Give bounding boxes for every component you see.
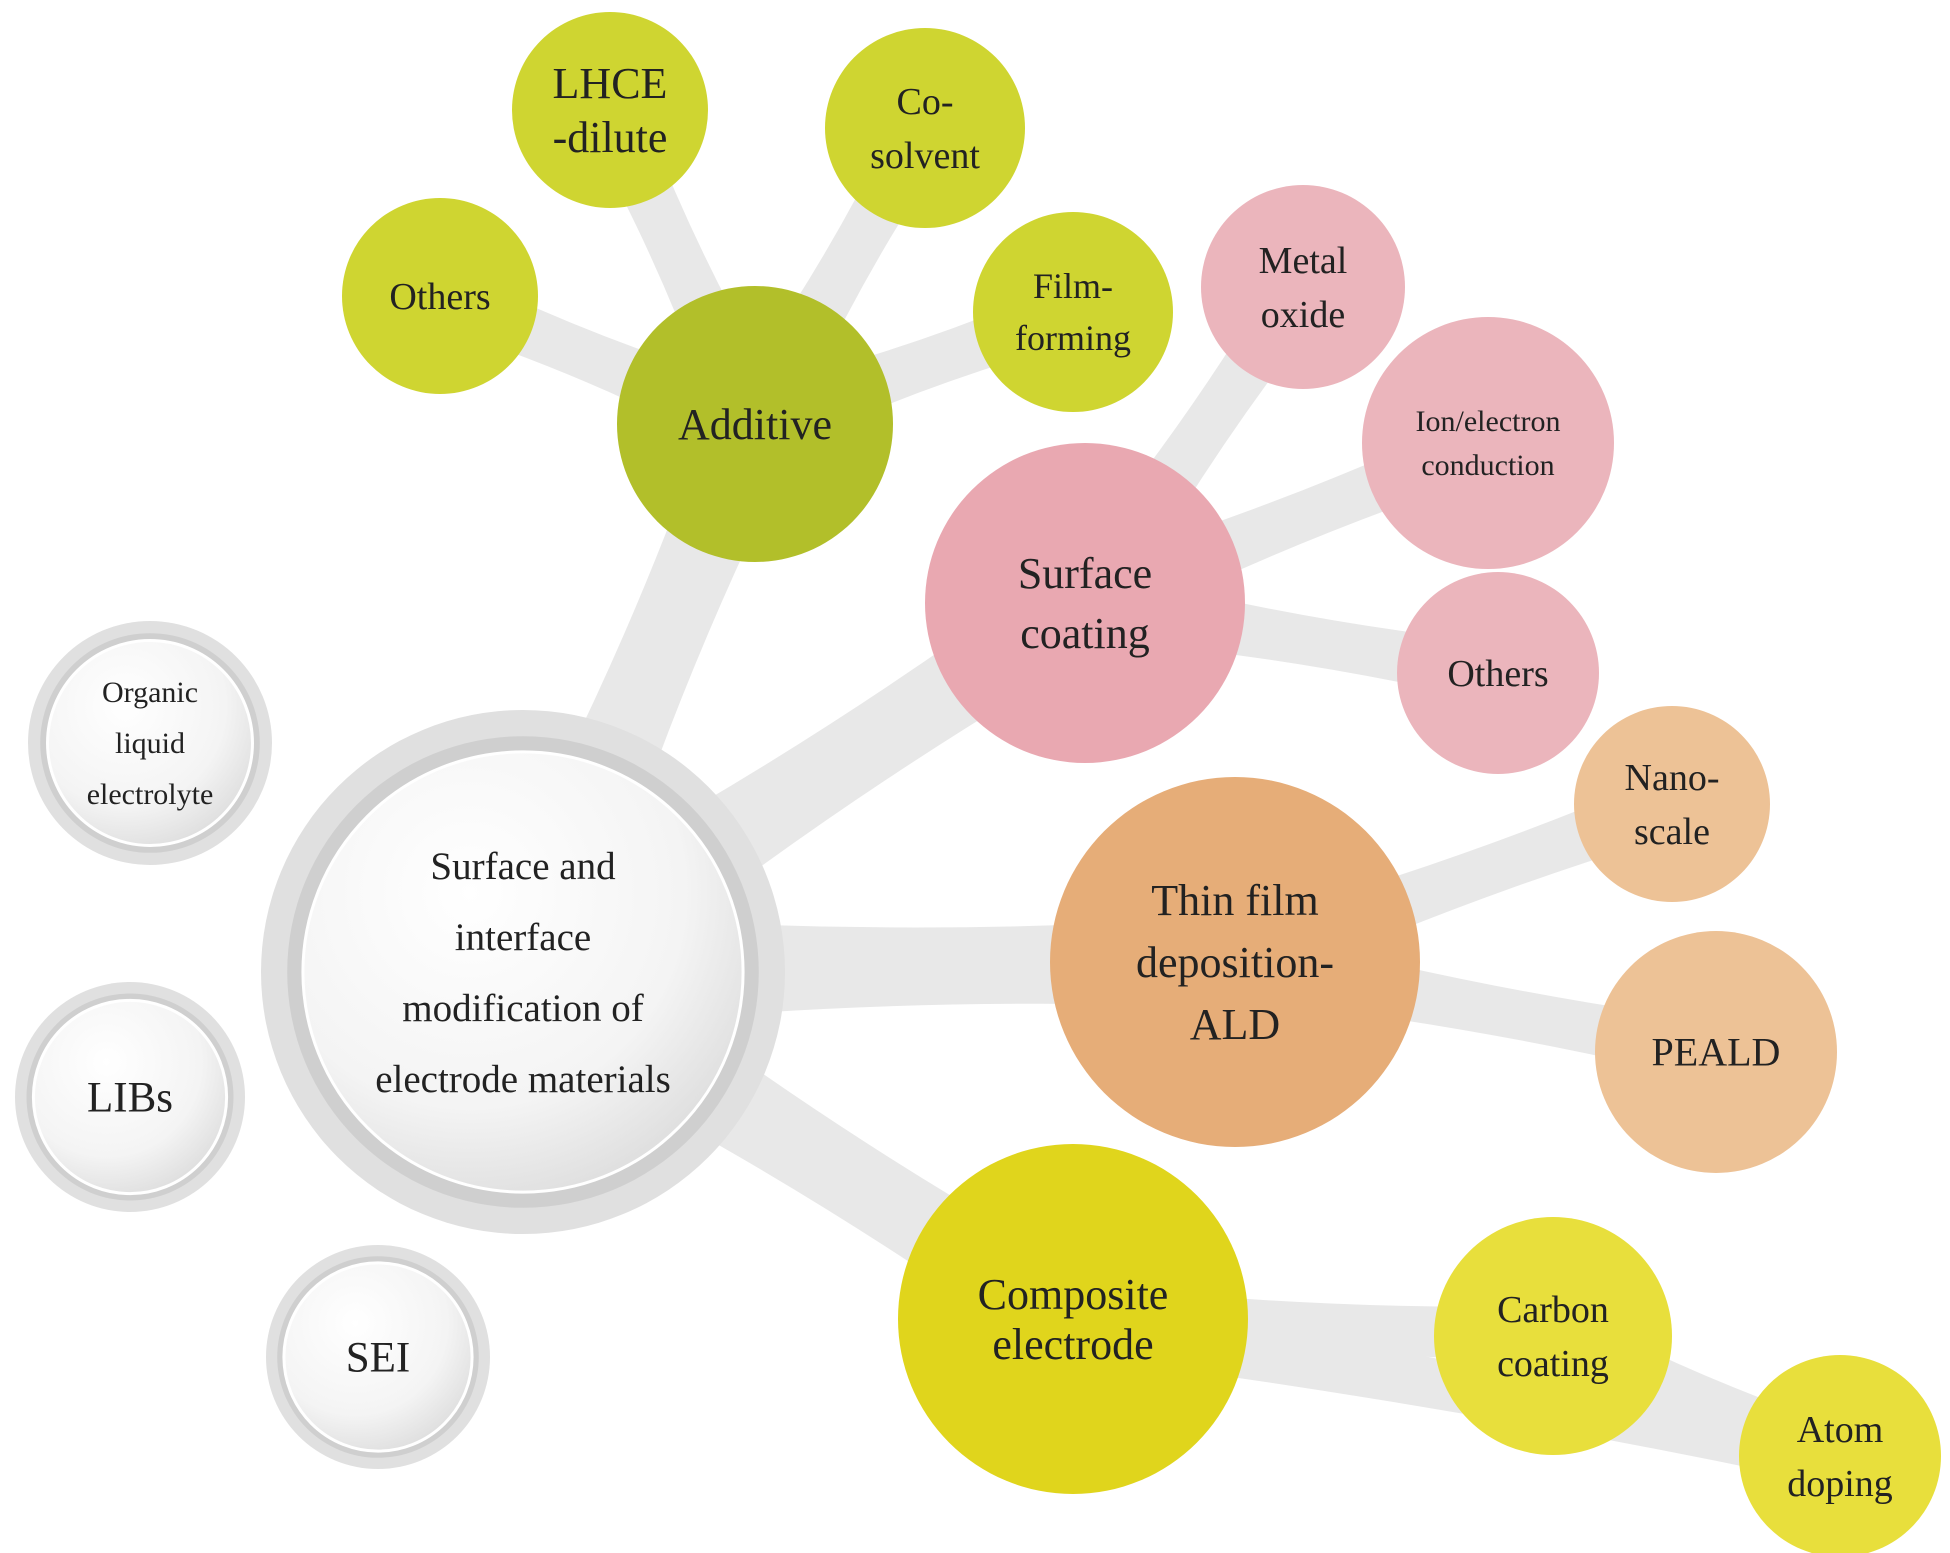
leaf-node-co-solvent-label: Co-solvent <box>870 81 980 177</box>
leaf-node-atom-doping-circle <box>1739 1355 1941 1553</box>
leaf-node-peald: PEALD <box>1595 931 1837 1173</box>
branch-node-surface-coating-label-line: Surface <box>1018 549 1152 598</box>
context-node-sei: SEI <box>266 1245 490 1469</box>
leaf-node-nano-scale-label: Nano-scale <box>1625 757 1720 853</box>
leaf-node-ion-electron-conduction-label: Ion/electron conduction <box>1416 405 1561 482</box>
leaf-node-lhce-dilute-label: LHCE -dilute <box>553 59 668 162</box>
leaf-node-metal-oxide-label: Metal oxide <box>1259 240 1348 336</box>
leaf-node-nano-scale-label-line: scale <box>1634 811 1710 853</box>
leaf-node-nano-scale-label-line: Nano- <box>1625 757 1720 799</box>
leaf-node-peald-circle <box>1595 931 1837 1173</box>
branch-node-composite-electrode-circle <box>898 1144 1248 1494</box>
context-node-organic-liquid-electrolyte-label-line: liquid <box>115 727 185 760</box>
context-node-sei-label: SEI <box>346 1335 411 1382</box>
leaf-node-atom-doping-label-line: Atom <box>1797 1409 1884 1451</box>
context-node-organic-liquid-electrolyte-label-line: electrolyte <box>87 778 214 811</box>
leaf-node-atom-doping-label: Atom doping <box>1787 1409 1893 1505</box>
branch-node-additive-circle <box>617 286 893 562</box>
branch-node-thin-film-ald-circle <box>1050 777 1420 1147</box>
leaf-node-co-solvent-label-line: solvent <box>870 135 980 177</box>
context-node-sei-face <box>282 1261 474 1453</box>
leaf-node-carbon-coating-circle <box>1434 1217 1672 1455</box>
context-node-libs-label: LIBs <box>87 1075 173 1122</box>
leaf-node-lhce-dilute: LHCE -dilute <box>512 12 708 208</box>
center-node-surface-interface-modification-label-line: electrode materials <box>375 1058 671 1101</box>
leaf-node-film-forming-label-line: forming <box>1015 318 1131 358</box>
context-node-libs-label-line: LIBs <box>87 1075 173 1122</box>
leaf-node-film-forming-circle <box>973 212 1173 412</box>
branch-node-additive-label: Additive <box>678 400 832 449</box>
context-node-organic-liquid-electrolyte-label-line: Organic <box>102 676 198 709</box>
leaf-node-metal-oxide-circle <box>1201 185 1405 389</box>
branch-node-composite-electrode-label-line: Composite <box>978 1270 1169 1319</box>
leaf-node-co-solvent-circle <box>825 28 1025 228</box>
context-node-libs-face <box>31 998 229 1196</box>
leaf-node-others-label-line: Others <box>389 276 490 318</box>
leaf-node-others-label-line: Others <box>1447 653 1548 695</box>
leaf-node-co-solvent-label-line: Co- <box>897 81 954 123</box>
leaf-node-others-circle <box>1397 572 1599 774</box>
branch-node-composite-electrode-label-line: electrode <box>992 1320 1153 1369</box>
center-node-surface-interface-modification-label-line: modification of <box>402 987 644 1030</box>
leaf-node-ion-electron-conduction-label-line: Ion/electron <box>1416 405 1561 438</box>
context-node-organic-liquid-electrolyte: Organic liquid electrolyte <box>28 621 272 865</box>
branch-node-additive: Additive <box>617 286 893 562</box>
context-node-organic-liquid-electrolyte-label: Organic liquid electrolyte <box>87 676 214 811</box>
leaf-node-lhce-dilute-circle <box>512 12 708 208</box>
leaf-node-others-label: Others <box>1447 653 1548 695</box>
leaf-node-metal-oxide-label-line: Metal <box>1259 240 1348 282</box>
leaf-node-others: Others <box>1397 572 1599 774</box>
node-layer: Surface and interface modification of elect… <box>15 12 1941 1553</box>
leaf-node-atom-doping: Atom doping <box>1739 1355 1941 1553</box>
branch-node-surface-coating-label-line: coating <box>1020 609 1150 658</box>
leaf-node-metal-oxide: Metal oxide <box>1201 185 1405 389</box>
leaf-node-peald-label-line: PEALD <box>1652 1030 1781 1075</box>
center-node-surface-interface-modification-label: Surface and interface modification of elect… <box>375 845 671 1101</box>
leaf-node-ion-electron-conduction-circle <box>1362 317 1614 569</box>
branch-node-thin-film-ald-label: Thin film deposition- ALD <box>1136 876 1334 1049</box>
leaf-node-film-forming-label-line: Film- <box>1033 266 1113 306</box>
leaf-node-metal-oxide-label-line: oxide <box>1261 294 1345 336</box>
leaf-node-atom-doping-label-line: doping <box>1787 1463 1893 1505</box>
branch-node-thin-film-ald-label-line: ALD <box>1190 1000 1280 1049</box>
branch-node-additive-label-line: Additive <box>678 400 832 449</box>
branch-node-thin-film-ald: Thin film deposition- ALD <box>1050 777 1420 1147</box>
leaf-node-others: Others <box>342 198 538 394</box>
context-node-organic-liquid-electrolyte-face <box>46 639 254 847</box>
leaf-node-ion-electron-conduction: Ion/electron conduction <box>1362 317 1614 569</box>
branch-node-surface-coating: Surface coating <box>925 443 1245 763</box>
center-node-surface-interface-modification-label-line: Surface and <box>430 845 616 888</box>
leaf-node-ion-electron-conduction-label-line: conduction <box>1421 449 1554 482</box>
branch-node-surface-coating-circle <box>925 443 1245 763</box>
leaf-node-peald-label: PEALD <box>1652 1030 1781 1075</box>
leaf-node-others-label: Others <box>389 276 490 318</box>
leaf-node-co-solvent: Co-solvent <box>825 28 1025 228</box>
leaf-node-lhce-dilute-label-line: LHCE <box>553 59 668 108</box>
leaf-node-lhce-dilute-label-line: -dilute <box>553 113 668 162</box>
branch-node-thin-film-ald-label-line: Thin film <box>1151 876 1318 925</box>
leaf-node-nano-scale-circle <box>1574 706 1770 902</box>
leaf-node-carbon-coating-label-line: coating <box>1497 1343 1609 1385</box>
context-node-libs: LIBs <box>15 982 245 1212</box>
leaf-node-film-forming: Film-forming <box>973 212 1173 412</box>
leaf-node-carbon-coating: Carbon coating <box>1434 1217 1672 1455</box>
center-node-surface-interface-modification: Surface and interface modification of elect… <box>261 710 785 1234</box>
center-node-surface-interface-modification-face <box>301 750 745 1194</box>
leaf-node-carbon-coating-label: Carbon coating <box>1497 1289 1609 1385</box>
center-node-surface-interface-modification-label-line: interface <box>455 916 591 959</box>
context-node-sei-label-line: SEI <box>346 1335 411 1382</box>
branch-node-thin-film-ald-label-line: deposition- <box>1136 938 1334 987</box>
leaf-node-film-forming-label: Film-forming <box>1015 266 1131 358</box>
leaf-node-carbon-coating-label-line: Carbon <box>1497 1289 1609 1331</box>
leaf-node-nano-scale: Nano-scale <box>1574 706 1770 902</box>
branch-node-surface-coating-label: Surface coating <box>1018 549 1152 658</box>
leaf-node-others-circle <box>342 198 538 394</box>
